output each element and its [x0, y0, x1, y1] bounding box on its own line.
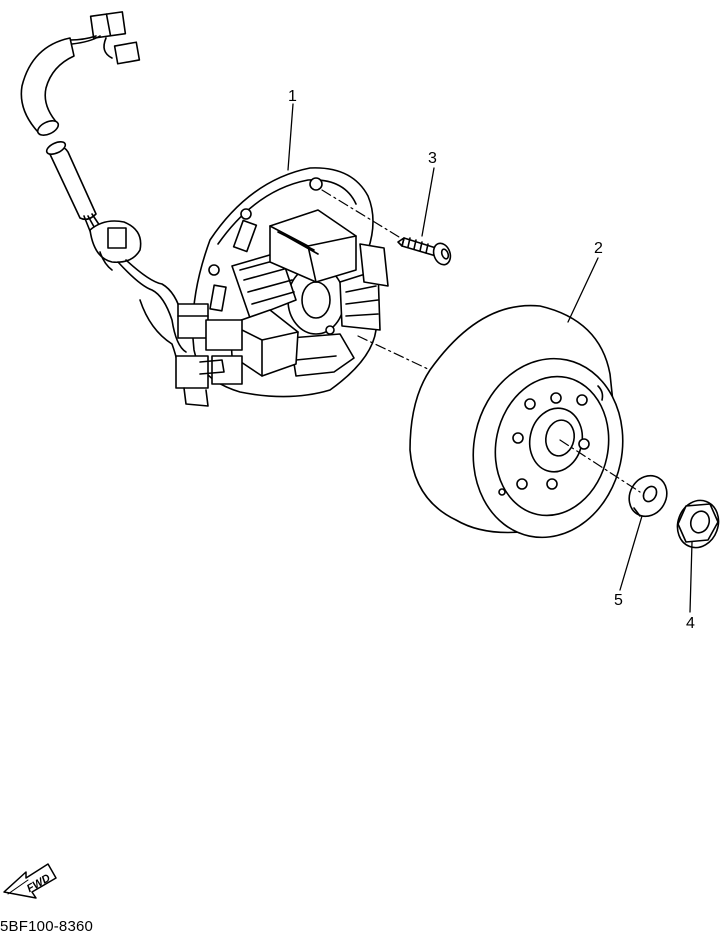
stator-assembly — [175, 167, 389, 407]
callout-1: 1 — [288, 88, 297, 105]
washer — [628, 474, 668, 518]
leader-2 — [567, 257, 599, 323]
fwd-arrow: FWD — [3, 863, 57, 899]
flange-nut — [676, 499, 720, 549]
flywheel-rotor — [409, 304, 624, 539]
leader-1 — [287, 103, 294, 171]
callout-4: 4 — [686, 615, 695, 632]
callout-5: 5 — [614, 592, 623, 609]
leader-5 — [619, 515, 643, 591]
leader-3 — [421, 167, 435, 237]
leader-4 — [689, 541, 693, 613]
leader-lines — [287, 103, 693, 613]
screw — [397, 237, 452, 266]
diagram-code: 5BF100-8360 — [0, 918, 94, 935]
alignment-lines — [321, 189, 641, 493]
callout-2: 2 — [594, 240, 603, 257]
callout-3: 3 — [428, 150, 437, 167]
wire-harness — [20, 11, 187, 381]
